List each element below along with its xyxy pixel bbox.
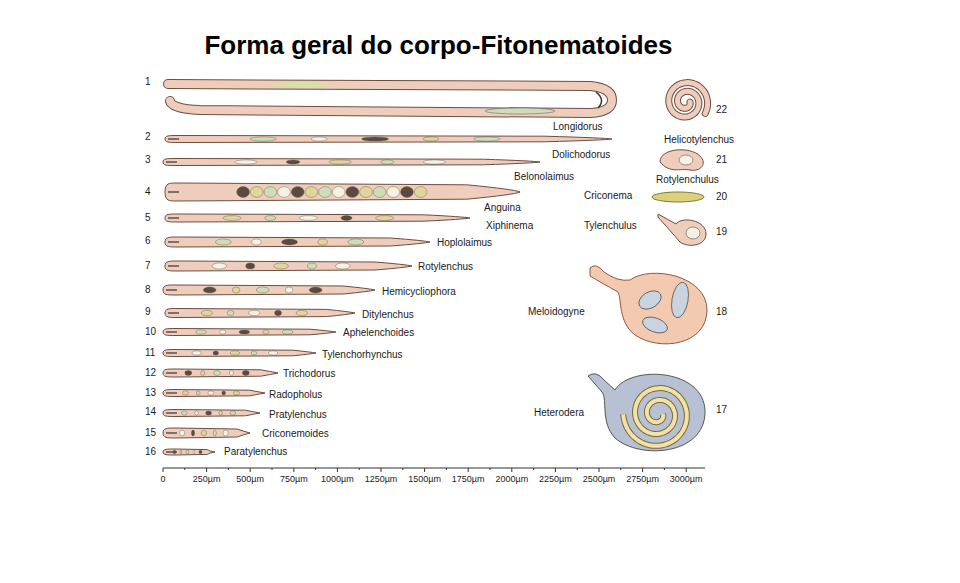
axis-tick-label: 2250µm: [539, 474, 572, 485]
nematode-body: [163, 285, 375, 295]
genus-name: Rotylenchulus: [656, 174, 719, 186]
axis-tick-label: 2000µm: [495, 474, 528, 485]
callout-number: 1: [145, 76, 151, 88]
axis-tick-label: 500µm: [236, 474, 264, 485]
genus-name: Rotylenchus: [418, 261, 473, 273]
tylenchulus-figure: [658, 214, 706, 245]
helicotylenchus-figure: [669, 83, 708, 117]
rotylenchulus-figure: [660, 150, 703, 171]
callout-number: 2: [145, 131, 151, 143]
genus-name: Longidorus: [553, 121, 602, 133]
heterodera-figure: [588, 374, 705, 451]
axis-tick-label: 1250µm: [365, 474, 398, 485]
criconema-figure: [652, 192, 704, 202]
genus-name: Dolichodorus: [552, 149, 610, 161]
genus-name: Helicotylenchus: [664, 134, 734, 146]
callout-number: 18: [716, 306, 727, 318]
axis-tick-label: 3000µm: [670, 474, 703, 485]
genus-name: Ditylenchus: [362, 309, 414, 321]
callout-number: 14: [145, 406, 156, 418]
callout-number: 21: [716, 154, 727, 166]
nematode-body: [163, 159, 540, 166]
callout-number: 7: [145, 260, 151, 272]
nematode-body: [165, 237, 430, 247]
callout-number: 22: [716, 104, 727, 116]
callout-number: 5: [145, 212, 151, 224]
callout-number: 10: [145, 326, 156, 338]
callout-number: 4: [145, 186, 151, 198]
axis-tick-label: 1750µm: [452, 474, 485, 485]
callout-number: 20: [716, 191, 727, 203]
longidorus-figure: [168, 82, 612, 114]
nematode-body: [163, 449, 215, 455]
axis-tick-label: 1000µm: [321, 474, 354, 485]
genus-name: Hoplolaimus: [437, 237, 492, 249]
genus-name: Radopholus: [269, 389, 322, 401]
nematode-body: [163, 410, 260, 417]
nematode-body: [165, 136, 612, 143]
genus-name: Belonolaimus: [514, 171, 574, 183]
nematode-body: [163, 350, 316, 357]
callout-number: 3: [145, 154, 151, 166]
nematode-body: [163, 369, 278, 377]
callout-number: 19: [716, 226, 727, 238]
nematode-body: [165, 309, 355, 318]
callout-number: 15: [145, 427, 156, 439]
callout-number: 12: [145, 367, 156, 379]
nematode-body: [165, 214, 470, 222]
genus-name: Anguina: [484, 202, 521, 214]
genus-name: Pratylenchus: [269, 409, 327, 421]
genus-name: Tylenchorhynchus: [322, 349, 403, 361]
genus-name: Trichodorus: [283, 368, 335, 380]
diagram-title: Forma geral do corpo-Fitonematoides: [0, 30, 877, 61]
axis-tick-label: 1500µm: [408, 474, 441, 485]
axis-tick-label: 2500µm: [583, 474, 616, 485]
callout-number: 13: [145, 387, 156, 399]
genus-name: Meloidogyne: [528, 306, 585, 318]
genus-name: Tylenchulus: [584, 220, 637, 232]
genus-name: Xiphinema: [486, 220, 533, 232]
nematode-body: [165, 183, 520, 201]
axis-tick-label: 0: [160, 474, 165, 485]
axis-tick-label: 750µm: [280, 474, 308, 485]
nematode-body: [163, 390, 265, 397]
genus-name: Paratylenchus: [224, 446, 287, 458]
callout-number: 17: [716, 404, 727, 416]
axis-tick-label: 250µm: [193, 474, 221, 485]
callout-number: 8: [145, 284, 151, 296]
nematode-body: [165, 261, 412, 271]
genus-name: Criconemoides: [262, 428, 329, 440]
genus-name: Aphelenchoides: [343, 327, 414, 339]
callout-number: 9: [145, 306, 151, 318]
axis-tick-label: 2750µm: [626, 474, 659, 485]
genus-name: Criconema: [584, 190, 632, 202]
nematode-body: [163, 329, 336, 336]
scale-axis: [163, 468, 705, 472]
callout-number: 11: [145, 347, 155, 359]
genus-name: Heterodera: [534, 407, 584, 419]
callout-number: 6: [145, 235, 151, 247]
meloidogyne-figure: [590, 266, 707, 344]
callout-number: 16: [145, 446, 156, 458]
nematode-body: [163, 428, 250, 438]
genus-name: Hemicycliophora: [382, 286, 456, 298]
